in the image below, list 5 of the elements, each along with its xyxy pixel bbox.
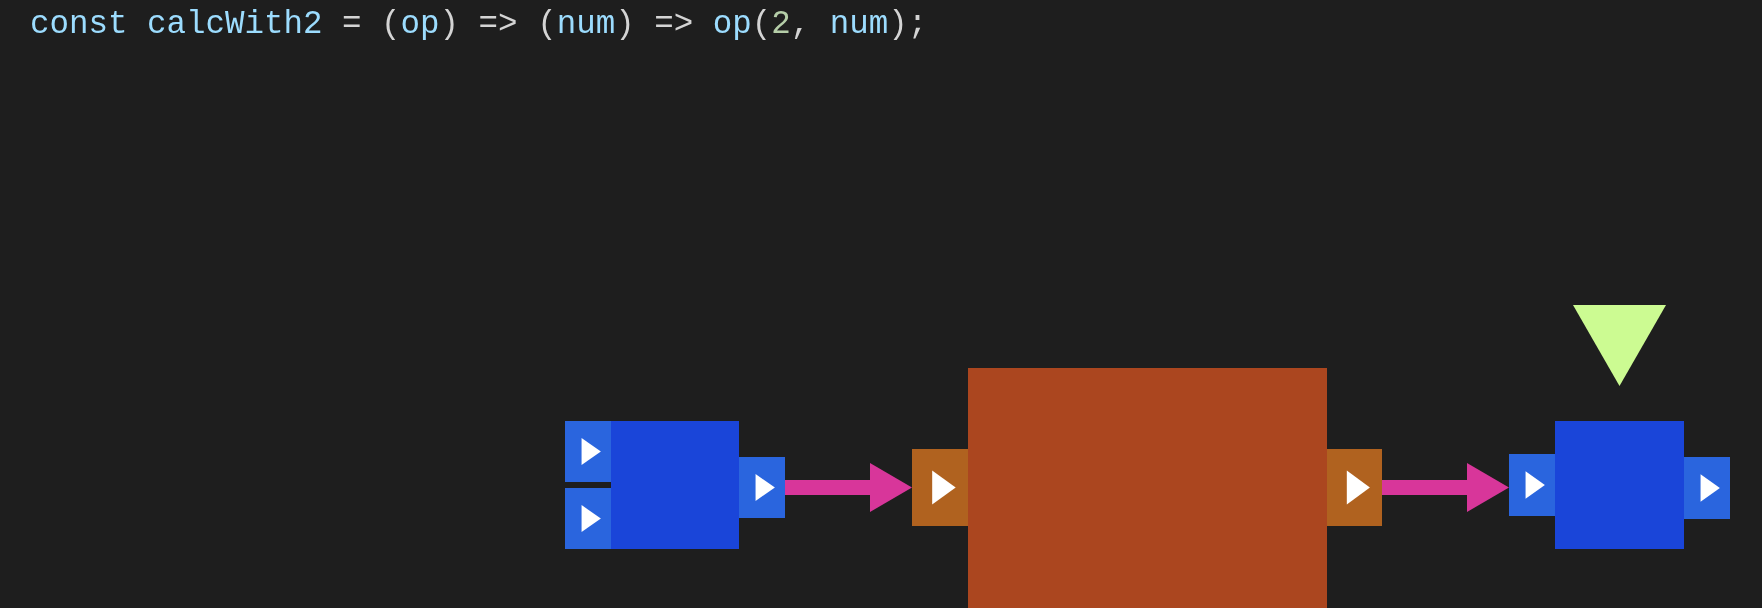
downward-triangle — [1573, 305, 1666, 386]
arrow — [785, 463, 912, 512]
arrow — [1382, 463, 1509, 512]
function-block — [565, 421, 785, 549]
code-snippet: const calcWith2 = (op) => (num) => op(2, num); — [30, 6, 928, 44]
